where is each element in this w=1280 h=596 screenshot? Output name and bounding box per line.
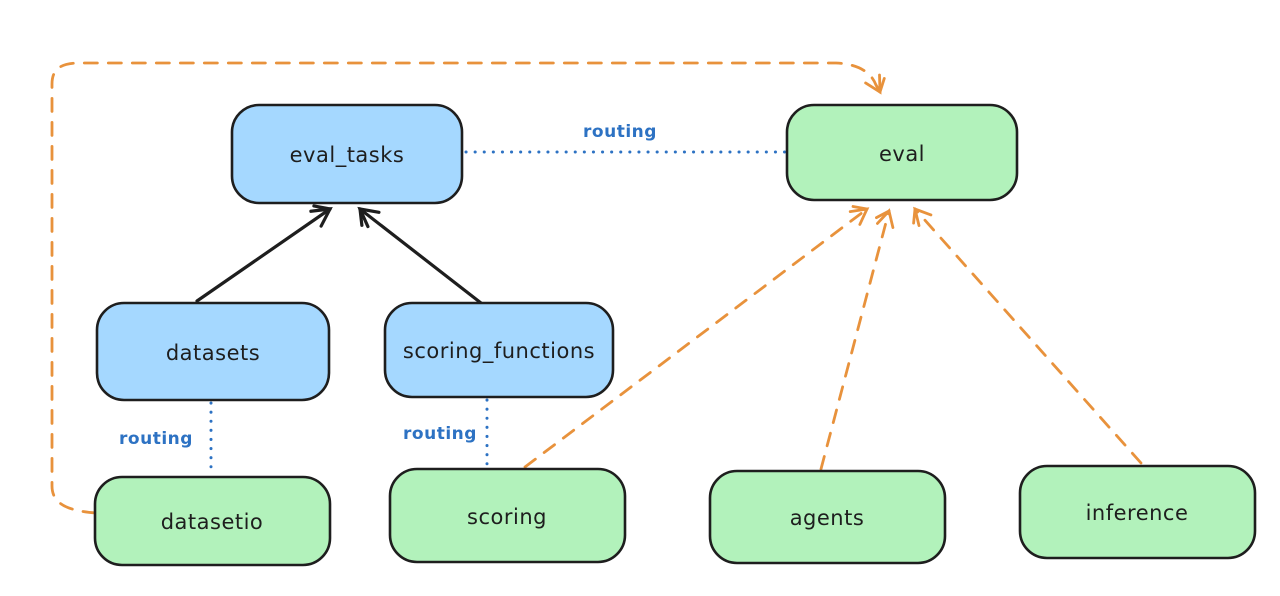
node-eval-tasks-box[interactable]: [230, 103, 464, 205]
edge-inference-to-eval[interactable]: [912, 206, 1143, 465]
node-inference-box[interactable]: [1018, 464, 1257, 560]
node-eval-label: eval: [879, 142, 925, 166]
node-datasets-label: datasets: [166, 341, 260, 365]
node-scoring: scoring: [388, 467, 627, 564]
edge-datasets-to-eval-tasks[interactable]: [195, 204, 333, 303]
node-scoring-functions-label: scoring_functions: [403, 339, 595, 364]
node-eval-box[interactable]: [785, 103, 1019, 202]
node-datasets: datasets: [95, 301, 331, 402]
node-agents-box[interactable]: [708, 469, 947, 565]
node-agents: agents: [708, 469, 947, 565]
node-inference: inference: [1018, 464, 1257, 560]
node-scoring-box[interactable]: [388, 467, 627, 564]
node-scoring-functions: scoring_functions: [383, 301, 615, 399]
edge-label-routing-scoring: routing: [403, 424, 477, 444]
node-datasetio-box[interactable]: [93, 475, 332, 567]
edge-scoring-functions-to-eval-tasks[interactable]: [357, 206, 483, 305]
node-eval-tasks: eval_tasks: [230, 103, 464, 205]
node-agents-label: agents: [790, 506, 865, 530]
edge-agents-to-eval[interactable]: [819, 208, 895, 471]
node-scoring-functions-box[interactable]: [383, 301, 615, 399]
node-datasets-box[interactable]: [95, 301, 331, 402]
edge-scoring-to-eval[interactable]: [523, 205, 870, 469]
node-eval: eval: [785, 103, 1019, 202]
node-datasetio-label: datasetio: [161, 510, 264, 534]
node-datasetio: datasetio: [93, 475, 332, 567]
edge-label-routing-datasets: routing: [119, 429, 193, 449]
node-scoring-label: scoring: [467, 505, 547, 529]
edge-datasetio-to-eval-loop[interactable]: [50, 61, 886, 515]
node-inference-label: inference: [1086, 501, 1189, 525]
node-eval-tasks-label: eval_tasks: [290, 143, 405, 168]
edge-label-routing-top: routing: [583, 122, 657, 142]
